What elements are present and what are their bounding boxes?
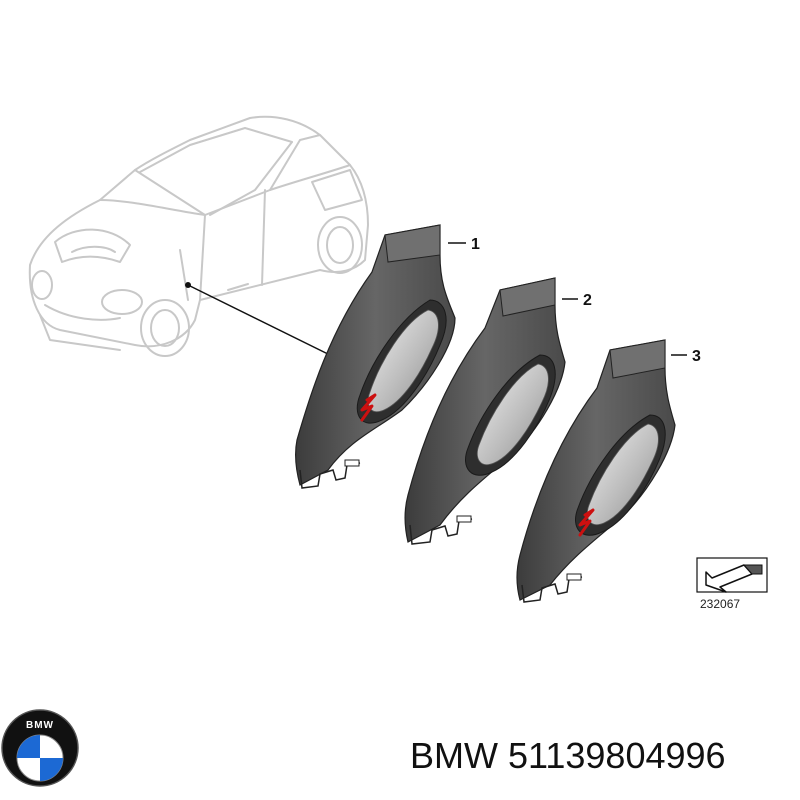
part-caption: BMW 51139804996 bbox=[410, 735, 726, 777]
callout-3-label: 3 bbox=[692, 348, 701, 365]
bmw-logo-icon: BMW bbox=[1, 709, 79, 787]
logo-lettering: BMW bbox=[26, 720, 54, 731]
part-2-trim-panel bbox=[404, 277, 566, 545]
callout-1: 1 bbox=[448, 236, 480, 253]
caption-brand: BMW bbox=[410, 735, 498, 776]
reference-number: 232067 bbox=[700, 597, 740, 611]
callout-2: 2 bbox=[562, 292, 592, 309]
caption-part-number: 51139804996 bbox=[508, 735, 726, 776]
callout-2-label: 2 bbox=[583, 292, 592, 309]
callout-3: 3 bbox=[671, 348, 701, 365]
part-1-trim-panel bbox=[294, 224, 456, 489]
car-outline-illustration bbox=[28, 115, 369, 357]
part-3-trim-panel bbox=[516, 339, 676, 603]
reference-box: 232067 bbox=[696, 557, 768, 611]
location-leader-line bbox=[185, 282, 337, 359]
callout-1-label: 1 bbox=[471, 236, 480, 253]
